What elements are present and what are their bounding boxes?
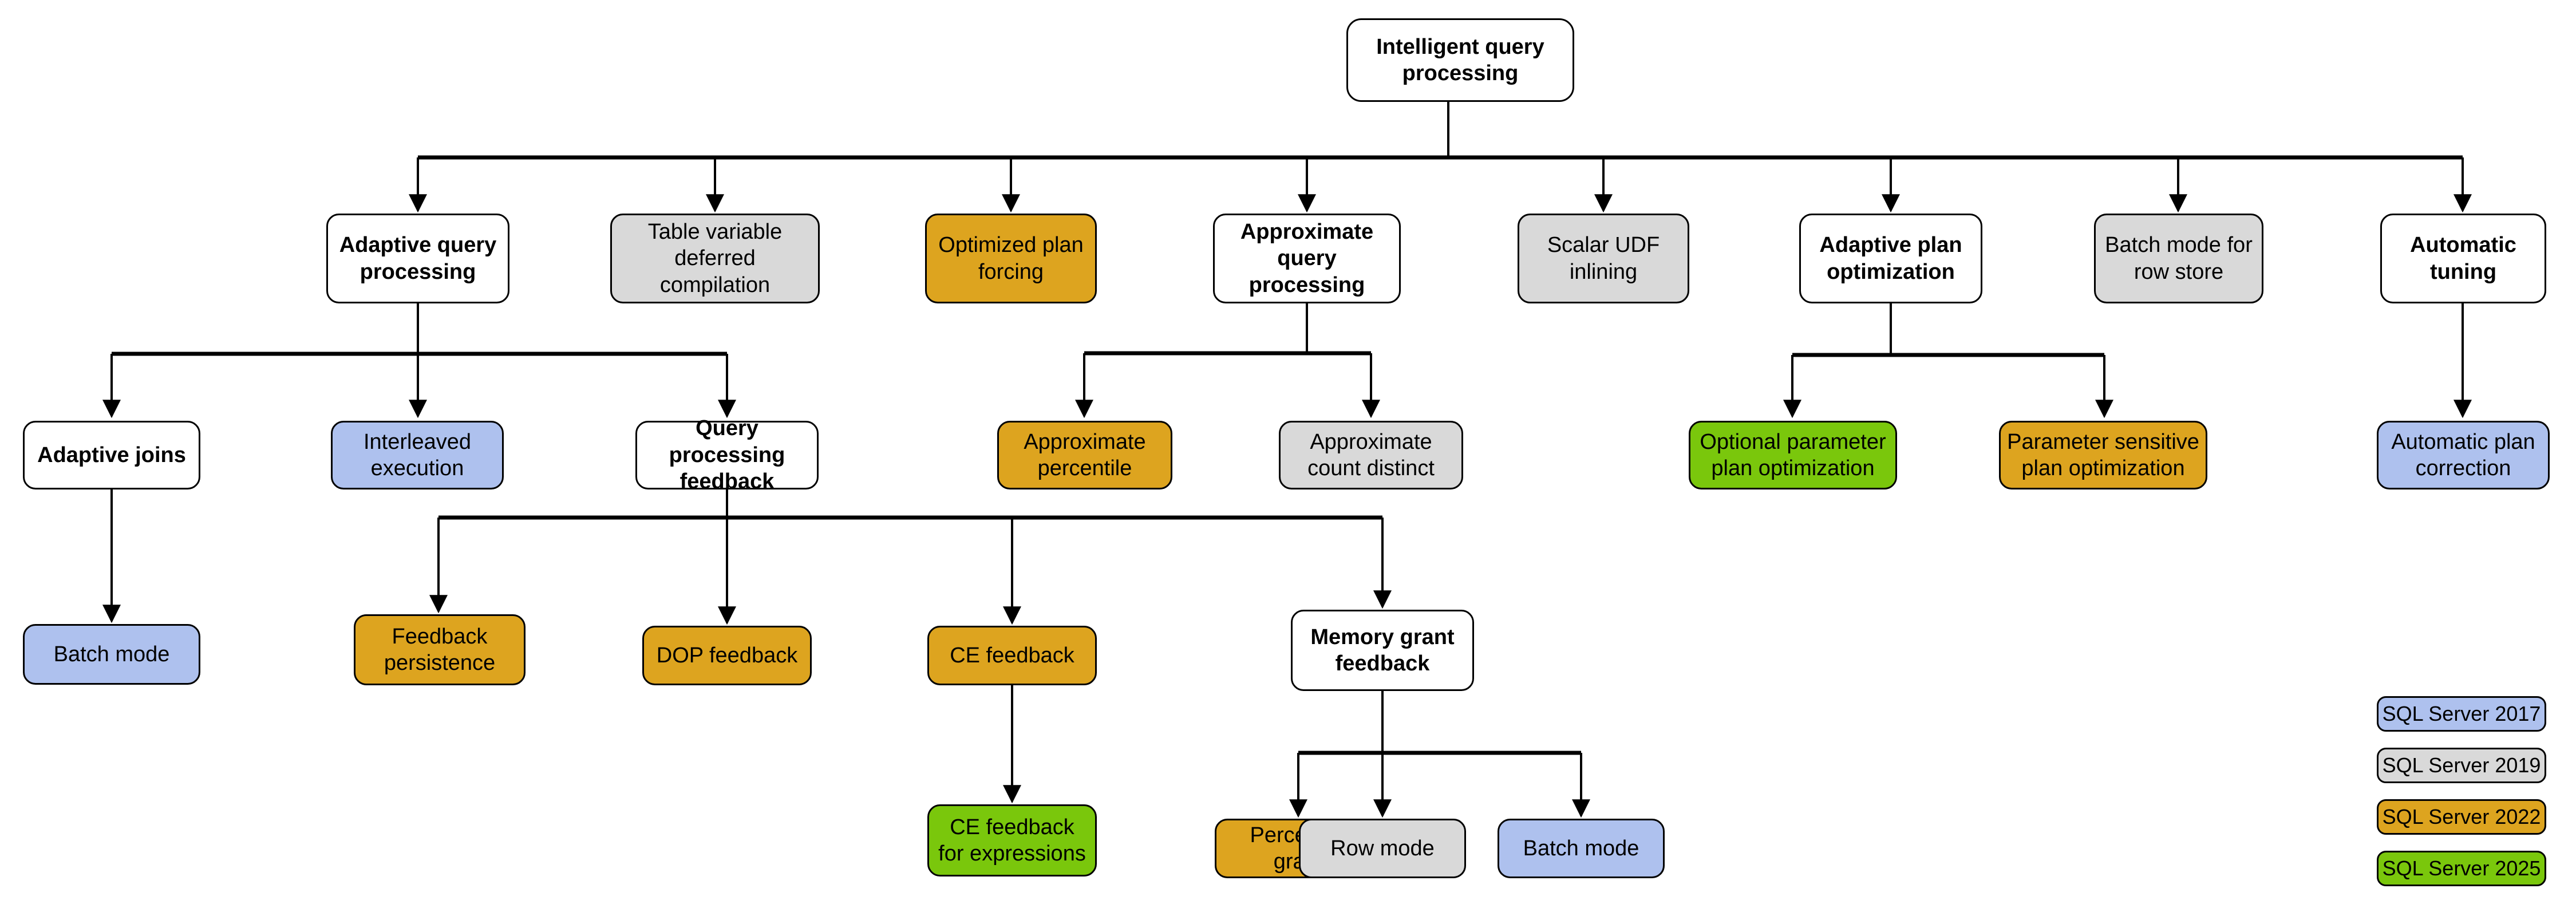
node-label: Intelligent query processing — [1376, 34, 1544, 85]
node-label: Table variable deferred compilation — [647, 219, 783, 297]
node-label: Batch mode — [1523, 836, 1639, 860]
node-parameter-sensitive-plan-optimization[interactable]: Parameter sensitive plan optimization — [1999, 421, 2207, 489]
node-label: CE feedback for expressions — [938, 815, 1086, 866]
node-approximate-count-distinct[interactable]: Approximate count distinct — [1279, 421, 1463, 489]
node-query-processing-feedback[interactable]: Query processing feedback — [635, 416, 819, 493]
node-memory-grant-feedback[interactable]: Memory grant feedback — [1291, 610, 1474, 691]
node-optional-parameter-plan-optimization[interactable]: Optional parameter plan optimization — [1689, 421, 1897, 489]
node-ce-feedback-for-expressions[interactable]: CE feedback for expressions — [927, 804, 1097, 876]
node-label: Feedback persistence — [384, 624, 496, 675]
node-label: Optional parameter plan optimization — [1700, 429, 1886, 480]
node-table-variable-deferred-compilation[interactable]: Table variable deferred compilation — [610, 214, 820, 303]
node-optimized-plan-forcing[interactable]: Optimized plan forcing — [925, 214, 1097, 303]
node-adaptive-joins[interactable]: Adaptive joins — [23, 421, 200, 489]
node-row-mode[interactable]: Row mode — [1299, 819, 1466, 878]
node-batch-mode-memory-grant[interactable]: Batch mode — [1498, 819, 1665, 878]
node-label: Approximate count distinct — [1307, 429, 1435, 480]
node-intelligent-query-processing[interactable]: Intelligent query processing — [1346, 18, 1574, 102]
node-label: Batch mode — [53, 642, 170, 666]
node-label: Row mode — [1330, 836, 1435, 860]
node-label: Approximate percentile — [1024, 429, 1146, 480]
legend-label: SQL Server 2017 — [2382, 702, 2541, 725]
node-adaptive-plan-optimization[interactable]: Adaptive plan optimization — [1799, 214, 1982, 303]
legend-item-sql-server-2025[interactable]: SQL Server 2025 — [2377, 851, 2546, 886]
legend-label: SQL Server 2025 — [2382, 856, 2541, 880]
node-batch-mode-adaptive-joins[interactable]: Batch mode — [23, 624, 200, 685]
node-label: Memory grant feedback — [1310, 625, 1455, 676]
node-label: Scalar UDF inlining — [1547, 233, 1660, 284]
node-label: Query processing feedback — [669, 416, 785, 494]
node-adaptive-query-processing[interactable]: Adaptive query processing — [326, 214, 509, 303]
node-approximate-percentile[interactable]: Approximate percentile — [997, 421, 1172, 489]
node-label: Approximate query processing — [1240, 219, 1374, 297]
node-automatic-tuning[interactable]: Automatic tuning — [2380, 214, 2546, 303]
node-approximate-query-processing[interactable]: Approximate query processing — [1213, 214, 1401, 303]
legend-item-sql-server-2022[interactable]: SQL Server 2022 — [2377, 799, 2546, 835]
node-label: Optimized plan forcing — [938, 233, 1084, 284]
node-feedback-persistence[interactable]: Feedback persistence — [354, 614, 526, 685]
node-interleaved-execution[interactable]: Interleaved execution — [331, 421, 504, 489]
node-label: Automatic tuning — [2410, 233, 2516, 284]
node-label: DOP feedback — [656, 643, 798, 668]
node-label: Adaptive plan optimization — [1819, 233, 1962, 284]
node-label: Adaptive query processing — [339, 233, 497, 284]
node-label: CE feedback — [950, 643, 1074, 668]
legend-label: SQL Server 2019 — [2382, 753, 2541, 777]
node-label: Batch mode for row store — [2105, 233, 2253, 284]
node-scalar-udf-inlining[interactable]: Scalar UDF inlining — [1518, 214, 1689, 303]
node-automatic-plan-correction[interactable]: Automatic plan correction — [2377, 421, 2550, 489]
legend-label: SQL Server 2022 — [2382, 805, 2541, 828]
legend-item-sql-server-2017[interactable]: SQL Server 2017 — [2377, 696, 2546, 732]
node-label: Interleaved execution — [363, 429, 471, 480]
node-label: Adaptive joins — [37, 443, 186, 467]
node-dop-feedback[interactable]: DOP feedback — [642, 626, 812, 685]
node-label: Automatic plan correction — [2391, 429, 2535, 480]
node-label: Parameter sensitive plan optimization — [2007, 429, 2199, 480]
node-batch-mode-for-row-store[interactable]: Batch mode for row store — [2094, 214, 2263, 303]
legend-item-sql-server-2019[interactable]: SQL Server 2019 — [2377, 748, 2546, 783]
node-ce-feedback[interactable]: CE feedback — [927, 626, 1097, 685]
